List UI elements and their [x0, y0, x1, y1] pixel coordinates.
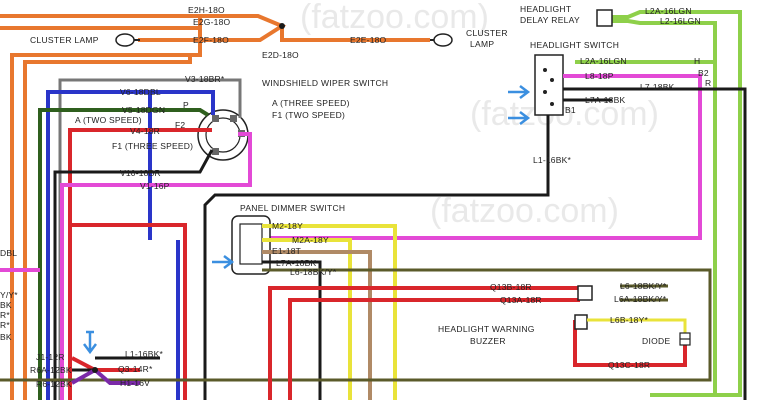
- wire-label: DBL: [0, 248, 17, 258]
- wire-label: B2: [698, 68, 709, 78]
- wire-label: F2: [175, 120, 185, 130]
- watermark: (fatzoo.com): [430, 192, 619, 230]
- wire-olive-l6: [0, 268, 712, 382]
- wire-green-l2: [575, 10, 742, 397]
- wire-label: L7A-18BK: [585, 95, 625, 105]
- headlight-warning-buzzer: [574, 285, 593, 330]
- wiper-note: F1 (TWO SPEED): [272, 110, 345, 120]
- cluster-lamp-right: [430, 33, 453, 47]
- arrow-icon: [212, 255, 235, 269]
- wire-yellow-m2: [262, 224, 397, 400]
- wire-label: V6-18DBL: [120, 87, 161, 97]
- wire-label: V10-18BR: [120, 168, 161, 178]
- wire-label: L2-16LGN: [660, 16, 701, 26]
- splice-node: [92, 367, 98, 373]
- arrow-icon: [508, 85, 531, 99]
- wire-label: V4-18R: [130, 126, 160, 136]
- wire-pink-v1: [0, 132, 252, 400]
- arrow-icon: [83, 330, 97, 355]
- wire-label: M2-18Y: [272, 221, 303, 231]
- panel-dimmer-switch: [231, 215, 271, 275]
- headlight-switch: [534, 54, 564, 116]
- wire-label: L7-18BK: [640, 82, 675, 92]
- wire-label: R6A-12BK: [30, 365, 72, 375]
- wire-label: H: [694, 56, 700, 66]
- headlight-switch-label: HEADLIGHT SWITCH: [530, 40, 619, 50]
- wire-label: Q13B-18R: [490, 282, 532, 292]
- wire-label: Q3-14R*: [118, 364, 153, 374]
- wire-orange-cluster: [0, 14, 430, 400]
- wire-label: L6-18BK/Y*: [620, 281, 667, 291]
- watermark: (fatzoo.com): [300, 0, 489, 36]
- wire-label: L2A-16LGN: [580, 56, 627, 66]
- wire-darkgreen-v5: [38, 108, 210, 400]
- wire-black-l7: [203, 87, 747, 400]
- wire-label: L6B-18Y*: [610, 315, 648, 325]
- wire-label: BK: [0, 300, 12, 310]
- wire-label: E2G-18O: [193, 17, 230, 27]
- wire-label: J1-12R: [36, 352, 65, 362]
- wire-label: H1-16V: [120, 378, 150, 388]
- wire-label: L1-16BK*: [125, 349, 163, 359]
- wire-label: F1 (THREE SPEED): [112, 141, 193, 151]
- diode: [679, 332, 691, 346]
- wire-yellow-l6b: [587, 318, 687, 333]
- wire-label: E2D-18O: [262, 50, 299, 60]
- wire-red-v4: [68, 128, 212, 400]
- wire-label: R*: [0, 320, 10, 330]
- wire-label: E2E-18O: [350, 35, 387, 45]
- wire-label: E2F-18O: [193, 35, 229, 45]
- diode-label: DIODE: [642, 336, 670, 346]
- wire-label: B1: [565, 105, 576, 115]
- splice-node: [279, 23, 285, 29]
- wire-black-v10: [53, 149, 214, 400]
- wire-label: R6-12BK: [36, 379, 72, 389]
- wire-label: R*: [0, 310, 10, 320]
- wire-label: BK: [0, 332, 12, 342]
- headlight-delay-relay: [596, 9, 613, 27]
- arrow-icon: [508, 111, 531, 125]
- wire-label: A (TWO SPEED): [75, 115, 142, 125]
- panel-dimmer-switch-label: PANEL DIMMER SWITCH: [240, 203, 345, 213]
- wiper-note: A (THREE SPEED): [272, 98, 350, 108]
- wire-pink-l8: [255, 74, 702, 240]
- wire-label: L6A-18BK/Y*: [614, 294, 667, 304]
- wire-label: V1-16P: [140, 181, 170, 191]
- wire-label: E1-18T: [272, 246, 301, 256]
- wire-label: R: [705, 78, 711, 88]
- wire-label: Q13A-18R: [500, 295, 542, 305]
- wire-label: L8-18P: [585, 71, 614, 81]
- wire-label: L7A-18BK: [276, 258, 316, 268]
- wire-black-l7a-dim: [262, 260, 322, 400]
- wire-label: M2A-18Y: [292, 235, 329, 245]
- wire-label: Q13C-18R: [608, 360, 650, 370]
- wire-label: L6-18BK/Y*: [290, 267, 337, 277]
- wire-label: L2A-16LGN: [645, 6, 692, 16]
- wire-label: L1-16BK*: [533, 155, 571, 165]
- windshield-wiper-switch-label: WINDSHIELD WIPER SWITCH: [262, 78, 388, 88]
- wire-label: Y/Y*: [0, 290, 18, 300]
- cluster-lamp-left: [115, 33, 140, 47]
- wire-label: V5-18DGN: [122, 105, 165, 115]
- wire-brown-e1: [262, 250, 372, 400]
- wire-blue-v6: [46, 90, 215, 400]
- cluster-lamp-left-label: CLUSTER LAMP: [30, 35, 99, 45]
- wire-label: E2H-18O: [188, 5, 225, 15]
- wire-label: V3-18BR*: [185, 74, 225, 84]
- wire-label: P: [183, 100, 189, 110]
